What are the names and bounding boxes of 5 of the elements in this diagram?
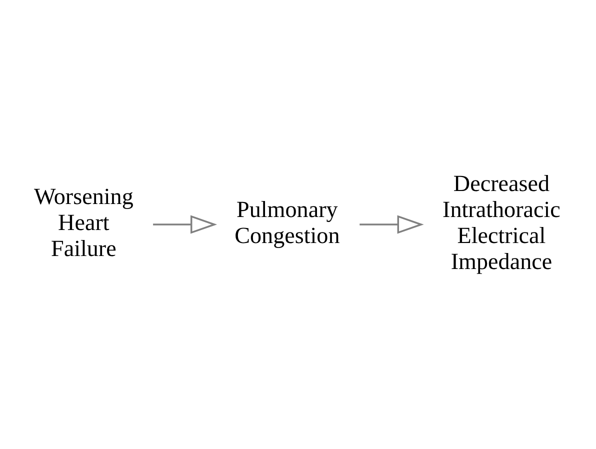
node-text: Pulmonary Congestion [234,196,340,248]
arrow [153,215,218,234]
node-text: Decreased Intrathoracic Electrical Impedance [442,170,560,274]
arrow [360,215,424,234]
node-text: Worsening Heart Failure [34,183,134,261]
